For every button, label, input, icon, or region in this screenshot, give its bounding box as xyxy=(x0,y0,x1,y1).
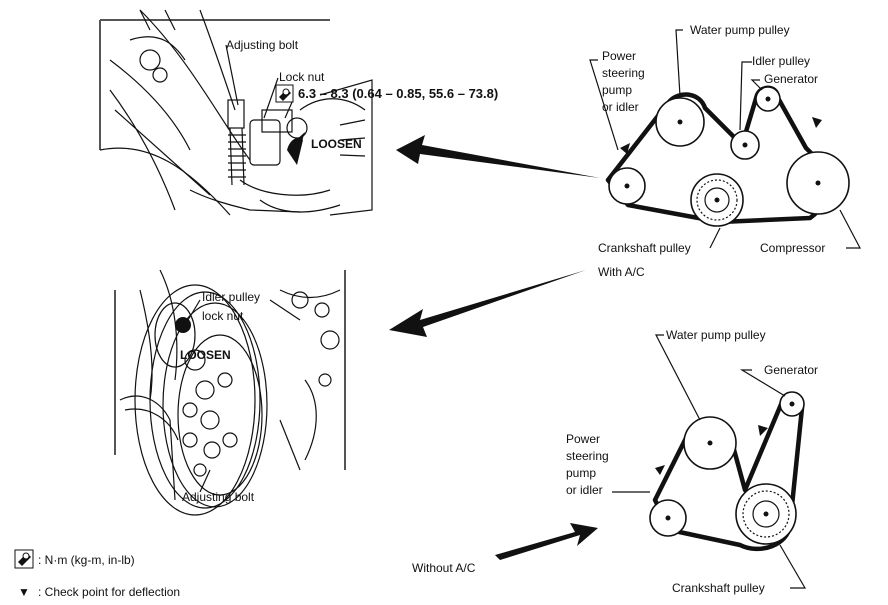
with-ac-belt-diagram xyxy=(589,29,861,249)
torque-legend-icon xyxy=(14,549,34,569)
with-ac-water-pump-pulley-label: Water pump pulley xyxy=(690,23,790,37)
idler-pulley-lock-nut-line-1: Idler pulley xyxy=(202,290,260,304)
pointer-arrow-bottom xyxy=(495,523,598,560)
adjusting-bolt-detail-drawing xyxy=(99,9,373,216)
without-ac-ps-line-1: Power xyxy=(566,432,600,446)
legend-check-symbol: ▼ xyxy=(18,585,30,599)
without-ac-crankshaft-label: Crankshaft pulley xyxy=(672,581,765,595)
without-ac-ps-line-3: pump xyxy=(566,466,596,480)
legend-check-point: : Check point for deflection xyxy=(38,585,180,599)
top-lock-nut-label: Lock nut xyxy=(279,70,325,84)
with-ac-crankshaft-label: Crankshaft pulley xyxy=(598,241,691,255)
legend-torque-unit: : N·m (kg-m, in-lb) xyxy=(38,553,135,567)
with-ac-idler-pulley-label: Idler pulley xyxy=(752,54,810,68)
top-adjusting-bolt-label: Adjusting bolt xyxy=(226,38,299,52)
middle-adjusting-bolt-label: Adjusting bolt xyxy=(182,490,255,504)
with-ac-generator-label: Generator xyxy=(764,72,818,86)
with-ac-caption: With A/C xyxy=(598,265,645,279)
with-ac-compressor-label: Compressor xyxy=(760,241,825,255)
middle-loosen-label: LOOSEN xyxy=(180,348,231,362)
pointer-arrow-top xyxy=(396,135,600,178)
without-ac-generator-label: Generator xyxy=(764,363,818,377)
without-ac-ps-line-4: or idler xyxy=(566,483,603,497)
idler-pulley-detail-drawing xyxy=(114,269,346,516)
pointer-arrow-middle xyxy=(389,270,586,337)
top-loosen-label: LOOSEN xyxy=(311,137,362,151)
with-ac-ps-line-4: or idler xyxy=(602,100,639,114)
without-ac-water-pump-pulley-label: Water pump pulley xyxy=(666,328,766,342)
idler-pulley-lock-nut-line-2: lock nut xyxy=(202,309,244,323)
torque-spec-label: 6.3 – 8.3 (0.64 – 0.85, 55.6 – 73.8) xyxy=(298,86,498,101)
torque-wrench-icon xyxy=(275,84,294,103)
with-ac-ps-line-1: Power xyxy=(602,49,636,63)
without-ac-ps-line-2: steering xyxy=(566,449,609,463)
with-ac-ps-line-3: pump xyxy=(602,83,632,97)
without-ac-belt-diagram xyxy=(612,334,807,589)
with-ac-ps-line-2: steering xyxy=(602,66,645,80)
without-ac-caption: Without A/C xyxy=(412,561,476,575)
